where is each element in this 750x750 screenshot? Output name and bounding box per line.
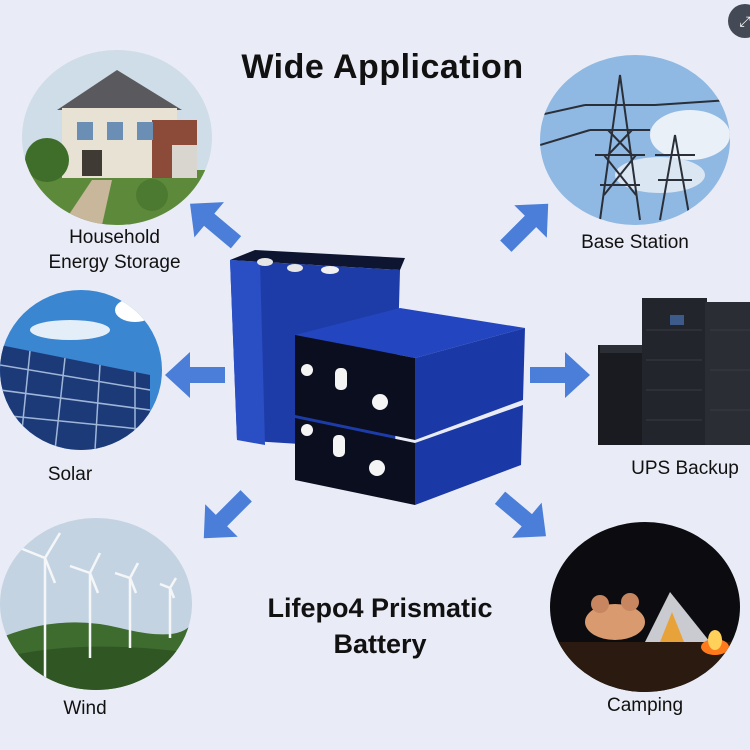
- wind-image: [0, 518, 192, 690]
- camping-caption: Camping: [606, 695, 684, 716]
- ups-image: [590, 290, 750, 455]
- ups-caption: UPS Backup: [631, 458, 739, 479]
- product-label-line2: Battery: [333, 629, 427, 659]
- arrow-icon-ups: [525, 340, 595, 410]
- base-station-image: [540, 55, 730, 225]
- product-label: Lifepo4 Prismatic Battery: [200, 590, 560, 662]
- solar-image: [0, 290, 162, 450]
- expand-icon[interactable]: ⤢: [728, 4, 750, 38]
- arrow-icon-household: [164, 174, 263, 273]
- product-label-line1: Lifepo4 Prismatic: [267, 593, 493, 623]
- arrow-icon-solar: [160, 340, 230, 410]
- battery-illustration: [225, 240, 535, 510]
- household-caption-line1: Household: [69, 227, 160, 248]
- household-caption: Household Energy Storage: [22, 225, 207, 275]
- base-station-caption: Base Station: [581, 232, 689, 253]
- arrow-icon-camping: [474, 468, 573, 567]
- household-caption-line2: Energy Storage: [48, 252, 181, 273]
- wind-caption: Wind: [63, 698, 107, 719]
- household-image: [22, 50, 212, 225]
- camping-image: [550, 522, 740, 692]
- page-title: Wide Application: [241, 48, 524, 86]
- solar-caption: Solar: [47, 464, 93, 485]
- arrow-icon-wind: [176, 468, 275, 567]
- arrow-icon-base-station: [478, 176, 577, 275]
